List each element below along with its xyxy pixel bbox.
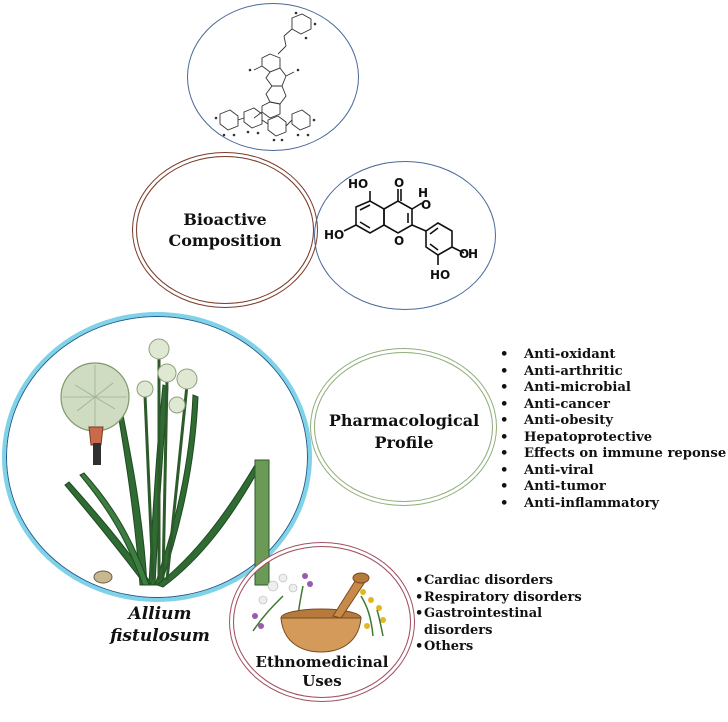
- list-item: Others: [415, 639, 595, 656]
- list-item: Anti-inflammatory: [500, 496, 726, 513]
- ethnomedicinal-uses-circle: [233, 546, 411, 698]
- pharmacological-profile-label: Pharmacological Profile: [328, 411, 480, 452]
- list-item: Anti-tumor: [500, 479, 726, 496]
- saponin-structure-circle: [187, 3, 359, 151]
- list-item: Hepatoprotective: [500, 430, 726, 447]
- flavonoid-atom-ho-top: HO: [348, 177, 368, 191]
- pharmacological-activity-list: Anti-oxidant Anti-arthritic Anti-microbi…: [500, 347, 726, 512]
- list-item: Anti-oxidant: [500, 347, 726, 364]
- ethnomedicinal-uses-list: Cardiac disorders Respiratory disorders …: [415, 573, 595, 656]
- list-item: Anti-arthritic: [500, 364, 726, 381]
- flavonoid-atom-h-bottom-right: H: [468, 247, 478, 261]
- flavonoid-atom-ho-bottom: HO: [430, 268, 450, 282]
- plant-circle: [2, 312, 312, 602]
- list-item: Anti-obesity: [500, 413, 726, 430]
- flavonoid-atom-h-top-right: H: [418, 186, 428, 200]
- list-item: Gastrointestinal disorders: [415, 606, 595, 639]
- flavonoid-atom-o-bottom-right: O: [459, 247, 469, 261]
- list-item: Effects on immune reponse: [500, 446, 726, 463]
- bioactive-composition-label: Bioactive Composition: [168, 210, 282, 250]
- herbal-mortar-illustration: [252, 572, 386, 653]
- ethnomedicinal-uses-label: Ethnomedicinal Uses: [255, 653, 389, 690]
- allium-plant-illustration: [60, 338, 270, 588]
- list-item: Anti-viral: [500, 463, 726, 480]
- flavonoid-atom-o-left: O: [334, 228, 344, 242]
- saponin-structure-drawing: [214, 11, 317, 142]
- plant-name-label: Allium fistulosum: [110, 604, 210, 646]
- list-item: Anti-microbial: [500, 380, 726, 397]
- bioactive-composition-circle: [136, 156, 314, 304]
- flavonoid-atom-o-ring: O: [394, 234, 404, 248]
- list-item: Respiratory disorders: [415, 590, 595, 607]
- list-item: Anti-cancer: [500, 397, 726, 414]
- pharmacological-profile-circle: [314, 352, 493, 502]
- list-item: Cardiac disorders: [415, 573, 595, 590]
- flavonoid-atom-o-right: O: [421, 198, 431, 212]
- flavonoid-atom-carbonyl-o: O: [394, 176, 404, 190]
- flavonoid-atom-h-left: H: [324, 228, 334, 242]
- flavonoid-structure-circle: [314, 161, 496, 310]
- flavonoid-structure-drawing: HO O H O O H O HO O H: [324, 176, 478, 282]
